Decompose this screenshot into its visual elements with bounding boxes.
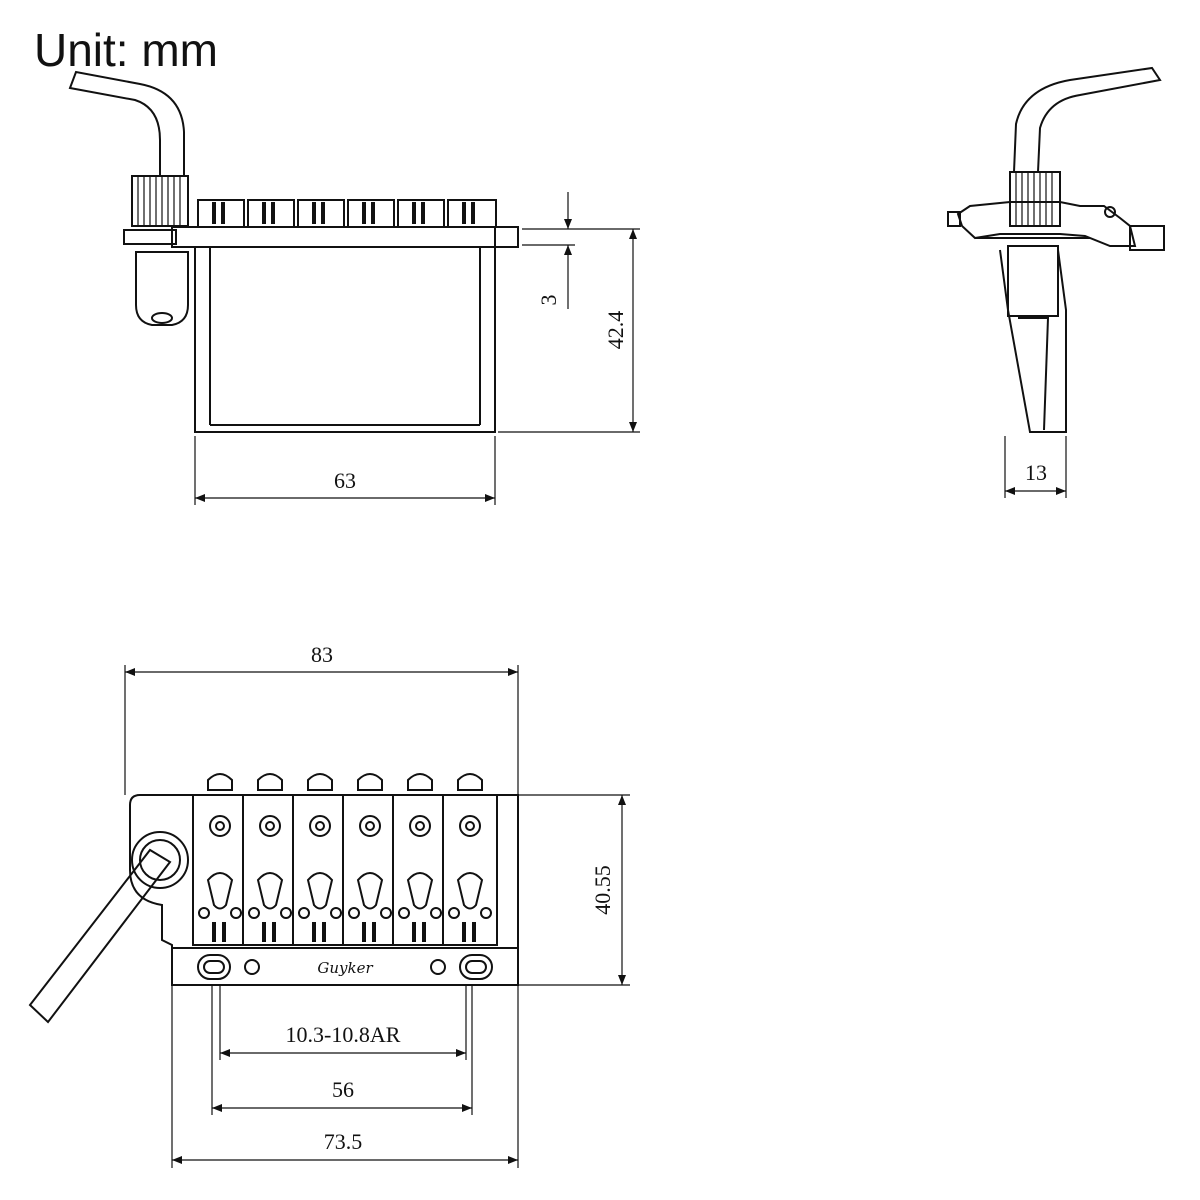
dimension-pivot-spacing [211, 985, 473, 1115]
pivot-slot-right [459, 954, 493, 980]
height-screws [198, 907, 492, 919]
arm-socket-top [131, 831, 189, 889]
dim-label-overall-width: 83 [311, 642, 333, 667]
dim-label-slot-range: 10.3-10.8AR [286, 1022, 401, 1047]
arm-collar-end [1009, 171, 1061, 227]
dimension-block-width [194, 436, 496, 505]
saddles-side [197, 199, 497, 228]
saddles-top [192, 794, 498, 946]
arm-socket-flange [123, 229, 177, 245]
top-view [28, 665, 630, 1168]
brand-logo: Guyker [317, 959, 373, 977]
tremolo-arm-end [1012, 66, 1162, 173]
end-knob [1129, 225, 1165, 251]
dim-label-pivot-spacing: 56 [332, 1077, 354, 1102]
arm-collar [131, 175, 189, 227]
dim-label-overall-depth: 40.55 [590, 865, 615, 915]
dim-label-base-width: 73.5 [324, 1129, 363, 1154]
dimension-plate-thickness [522, 192, 640, 309]
dim-label-plate-thickness: 3 [536, 295, 561, 306]
dimension-overall-depth [518, 794, 630, 986]
dimension-base-width [171, 985, 519, 1168]
saddle-knurls-top [212, 922, 476, 942]
unit-label: Unit: mm [34, 24, 218, 76]
saddle-profile-end [956, 201, 1137, 247]
dimension-block-depth [1004, 436, 1067, 498]
dim-label-block-depth: 13 [1025, 460, 1047, 485]
dimension-total-height [498, 229, 640, 433]
tremolo-arm [68, 70, 185, 177]
arm-socket [135, 251, 189, 326]
end-view [947, 66, 1165, 498]
string-locks [206, 872, 484, 910]
dim-label-total-height: 42.4 [603, 311, 628, 350]
base-plate-top [129, 794, 519, 986]
saddle-screws-side [212, 202, 475, 224]
side-view [68, 70, 640, 505]
saddle-lock-screws [209, 815, 481, 837]
block-end-upper [1007, 245, 1059, 317]
base-plate [171, 226, 519, 248]
sustain-block [194, 246, 496, 433]
fine-tuner-heads [207, 773, 483, 791]
dim-label-block-width: 63 [334, 468, 356, 493]
dimension-slot-range [219, 985, 467, 1060]
arm-collar-knurl [137, 176, 181, 226]
tremolo-arm-top [28, 848, 172, 1024]
dimension-overall-width [124, 665, 519, 795]
pivot-slot-left [197, 954, 231, 980]
block-end-taper [999, 249, 1067, 433]
